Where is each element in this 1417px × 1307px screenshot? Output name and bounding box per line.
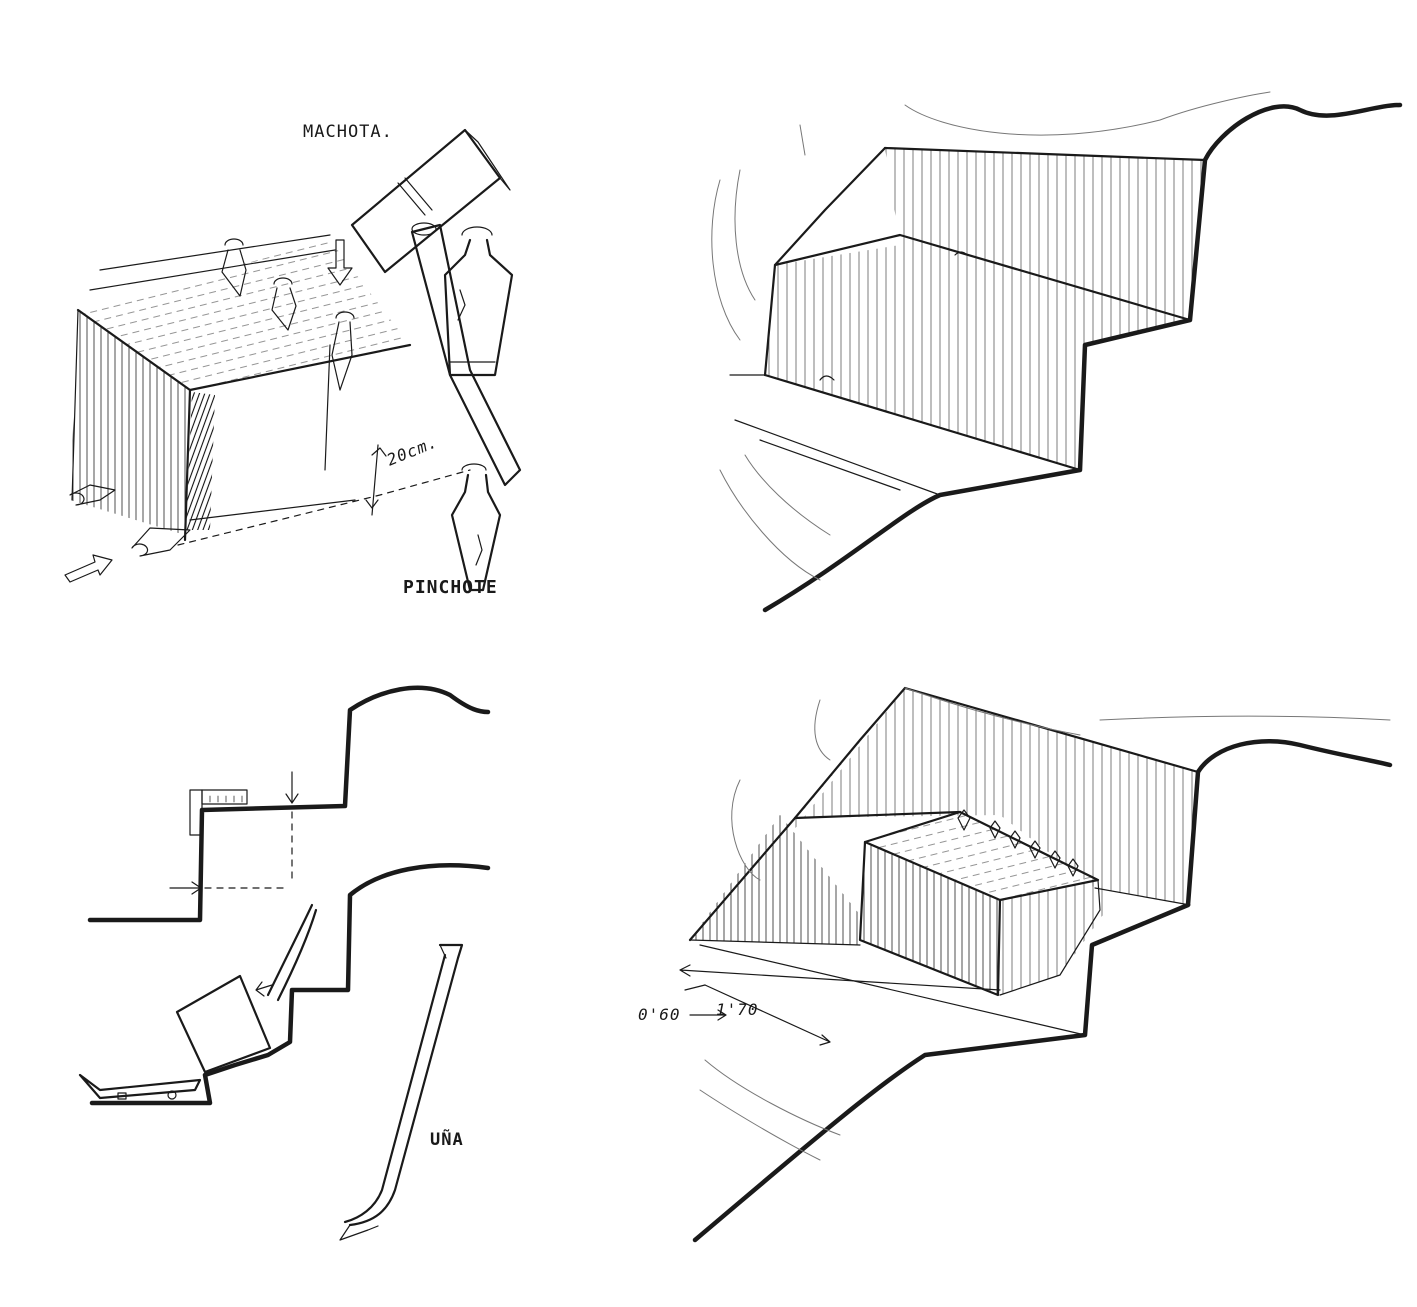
width-label-a: 0'60 [638,1005,681,1024]
quarry-face-hatch [765,148,1205,470]
panel-quarry-block [680,688,1390,1240]
panel-quarry-steps [712,92,1400,610]
block-shadow [186,392,215,530]
panel-section-bar [80,688,488,1240]
una-bar [340,945,462,1240]
bar-label: UÑA [430,1130,464,1150]
left-wall-hatch [690,815,860,945]
gauge-ruler [202,790,247,804]
hammer-label: MACHOTA. [303,122,393,142]
push-arrow-icon [65,555,112,582]
pinchote-wedge-lower [452,464,500,590]
width-arrow [170,882,201,894]
split-line [178,470,470,545]
depth-arrow [286,772,298,803]
wedge-label: PINCHOTE [403,577,498,598]
panel-wedge-splitting [65,130,520,590]
upper-profile [90,688,488,920]
width-label-b: 1'70 [716,1000,759,1019]
roller-plank [80,1075,200,1098]
